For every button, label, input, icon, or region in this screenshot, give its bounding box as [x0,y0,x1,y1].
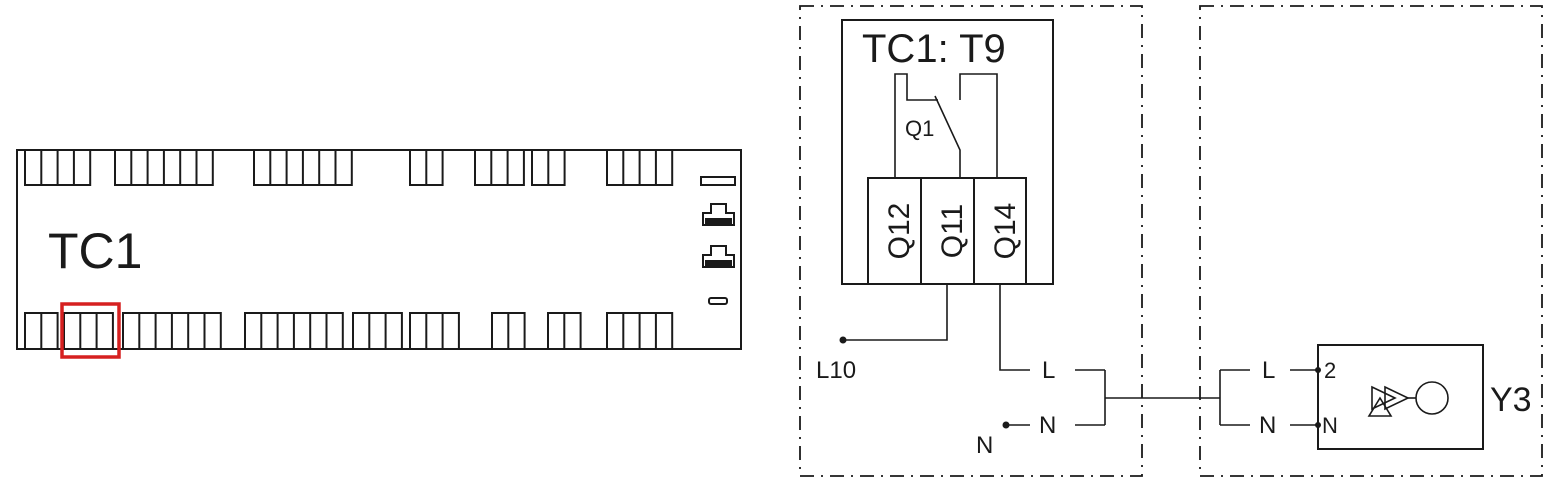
terminal-q12: Q12 [883,203,916,260]
usb-port-icon [700,176,736,186]
ethernet-port-icon [702,245,735,268]
right-l-label: L [1262,357,1275,384]
cabinet-border [799,5,1143,477]
valve-box [1317,344,1484,450]
terminal-group [409,312,460,350]
supply-node [839,336,847,344]
terminal-group [63,312,114,350]
terminal-group [606,312,674,350]
left-n-label: N [1039,412,1056,439]
neutral-label: N [976,432,993,459]
terminal-group [253,149,353,186]
valve-pin-bottom: N [1322,413,1338,438]
valve-pin-top: 2 [1324,358,1336,383]
terminal-q14: Q14 [989,203,1022,260]
terminal-group [531,149,566,186]
bottom-terminal-row [24,312,674,350]
terminal-group [547,312,582,350]
wires [839,284,1321,429]
valve-label: Y3 [1490,381,1532,419]
micro-usb-port-icon [708,297,728,305]
terminal-group [244,312,344,350]
terminal-group [352,312,403,350]
controller-tc1: TC1 [16,149,742,359]
ethernet-port-icon [702,203,735,226]
valve-icon [1367,381,1449,417]
terminal-group [474,149,525,186]
terminal-group [409,149,444,186]
terminal-group [606,149,674,186]
relay-title: TC1: T9 [862,27,1006,71]
controller-label: TC1 [48,223,142,279]
terminal-group [491,312,526,350]
terminal-block: Q12 Q11 Q14 [867,177,1027,285]
terminal-q11: Q11 [936,204,969,258]
terminal-group [24,149,92,186]
wire-q11-supply [844,284,948,341]
valve-actuator: 2 N Y3 [1317,344,1532,450]
highlight-box [60,302,121,359]
neutral-node [1002,421,1010,429]
top-terminal-row [24,149,674,186]
terminal-group [24,312,59,350]
left-l-label: L [1042,357,1055,384]
switch-label: Q1 [905,116,934,141]
field-border [1199,5,1543,477]
wire-q14-line [999,284,1030,371]
terminal-group [122,312,222,350]
supply-label: L10 [816,357,856,384]
right-n-label: N [1259,412,1276,439]
terminal-group [114,149,214,186]
relay-switch [894,73,998,178]
relay-box: TC1: T9 Q1 Q12 Q11 Q14 [841,19,1054,285]
